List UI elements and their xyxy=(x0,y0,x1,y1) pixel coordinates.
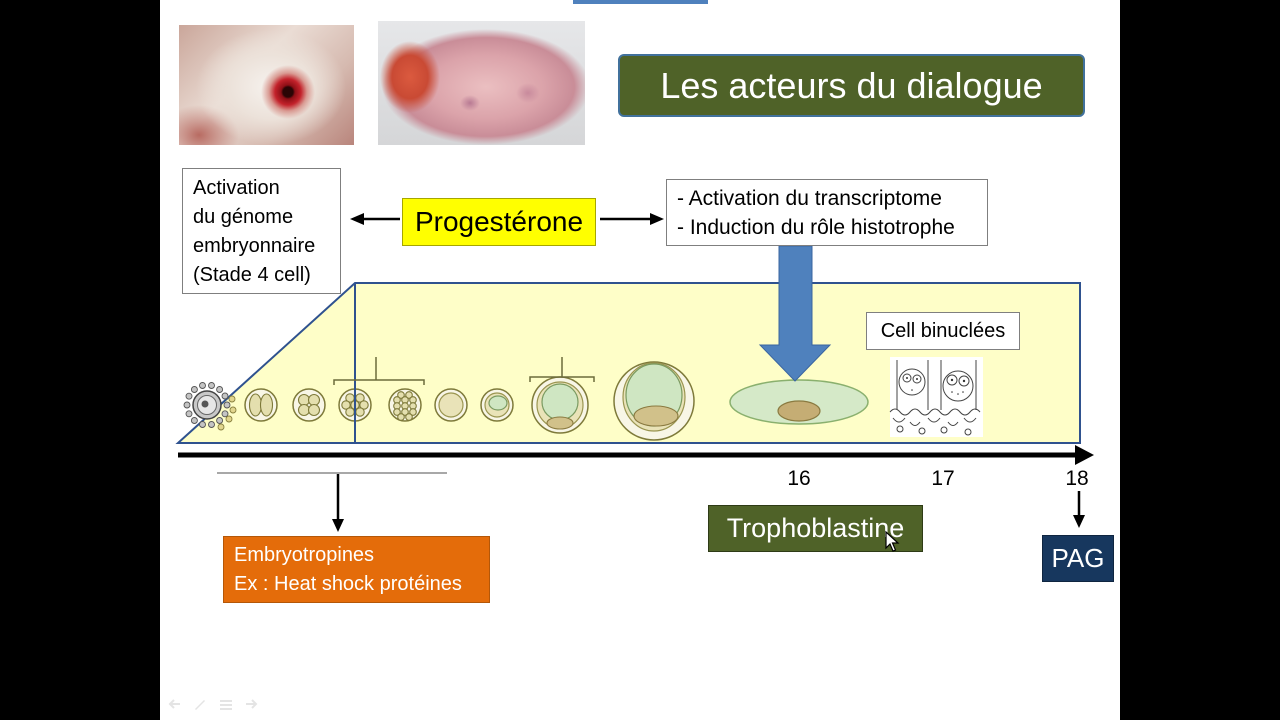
presentation-controls xyxy=(166,696,266,712)
embryo-compact-morula xyxy=(434,388,468,422)
binucleate-cells-label: Cell binuclées xyxy=(866,312,1020,350)
previous-slide-icon[interactable] xyxy=(166,696,182,712)
timeline-arrow xyxy=(178,445,1094,465)
slides-menu-icon[interactable] xyxy=(218,696,234,712)
blue-down-arrow xyxy=(758,245,832,382)
activation-genome-box: Activation du génome embryonnaire (Stade… xyxy=(182,168,341,294)
pen-tool-icon[interactable] xyxy=(192,696,208,712)
activation-line-4: (Stade 4 cell) xyxy=(193,264,311,286)
embryotropines-box: Embryotropines Ex : Heat shock protéines xyxy=(223,536,490,603)
top-shape-edge xyxy=(573,0,708,4)
bracket-blastocyst-stage xyxy=(529,357,595,382)
slide-title: Les acteurs du dialogue xyxy=(618,54,1085,117)
embryo-2-cell xyxy=(244,388,278,422)
ovary-photo-1 xyxy=(179,25,354,145)
arrow-to-activation-box xyxy=(350,213,400,225)
bracket-cleavage-stages xyxy=(333,357,425,385)
arrow-to-transcriptome-box xyxy=(600,213,664,225)
embryo-zygote xyxy=(183,382,237,431)
arrow-to-embryotropines xyxy=(332,474,344,532)
mouse-cursor-icon xyxy=(885,530,900,552)
embryotropines-line-2: Ex : Heat shock protéines xyxy=(234,573,462,595)
embryo-elongated-conceptus xyxy=(729,379,869,425)
activation-line-3: embryonnaire xyxy=(193,235,316,257)
embryo-4-cell xyxy=(292,388,326,422)
binucleate-cells-drawing xyxy=(889,357,983,437)
pag-label: PAG xyxy=(1042,535,1114,582)
progesterone-label: Progestérone xyxy=(402,198,596,246)
day-label-18: 18 xyxy=(1065,467,1089,490)
embryotropines-line-1: Embryotropines xyxy=(234,544,375,566)
transcriptome-box: - Activation du transcriptome - Inductio… xyxy=(666,179,988,246)
transcriptome-line-2: - Induction du rôle histotrophe xyxy=(677,216,955,239)
day-label-17: 17 xyxy=(931,467,955,490)
embryo-expanded-blastocyst xyxy=(613,361,695,441)
activation-line-2: du génome xyxy=(193,206,294,228)
arrow-to-pag xyxy=(1073,491,1085,528)
ovary-photo-2 xyxy=(378,21,585,145)
embryo-blastocyst xyxy=(531,376,589,434)
day-label-16: 16 xyxy=(787,467,811,490)
next-slide-icon[interactable] xyxy=(244,696,260,712)
activation-line-1: Activation xyxy=(193,177,280,199)
embryo-early-blastocyst xyxy=(480,388,514,422)
embryo-morula xyxy=(388,388,422,422)
transcriptome-line-1: - Activation du transcriptome xyxy=(677,187,942,210)
